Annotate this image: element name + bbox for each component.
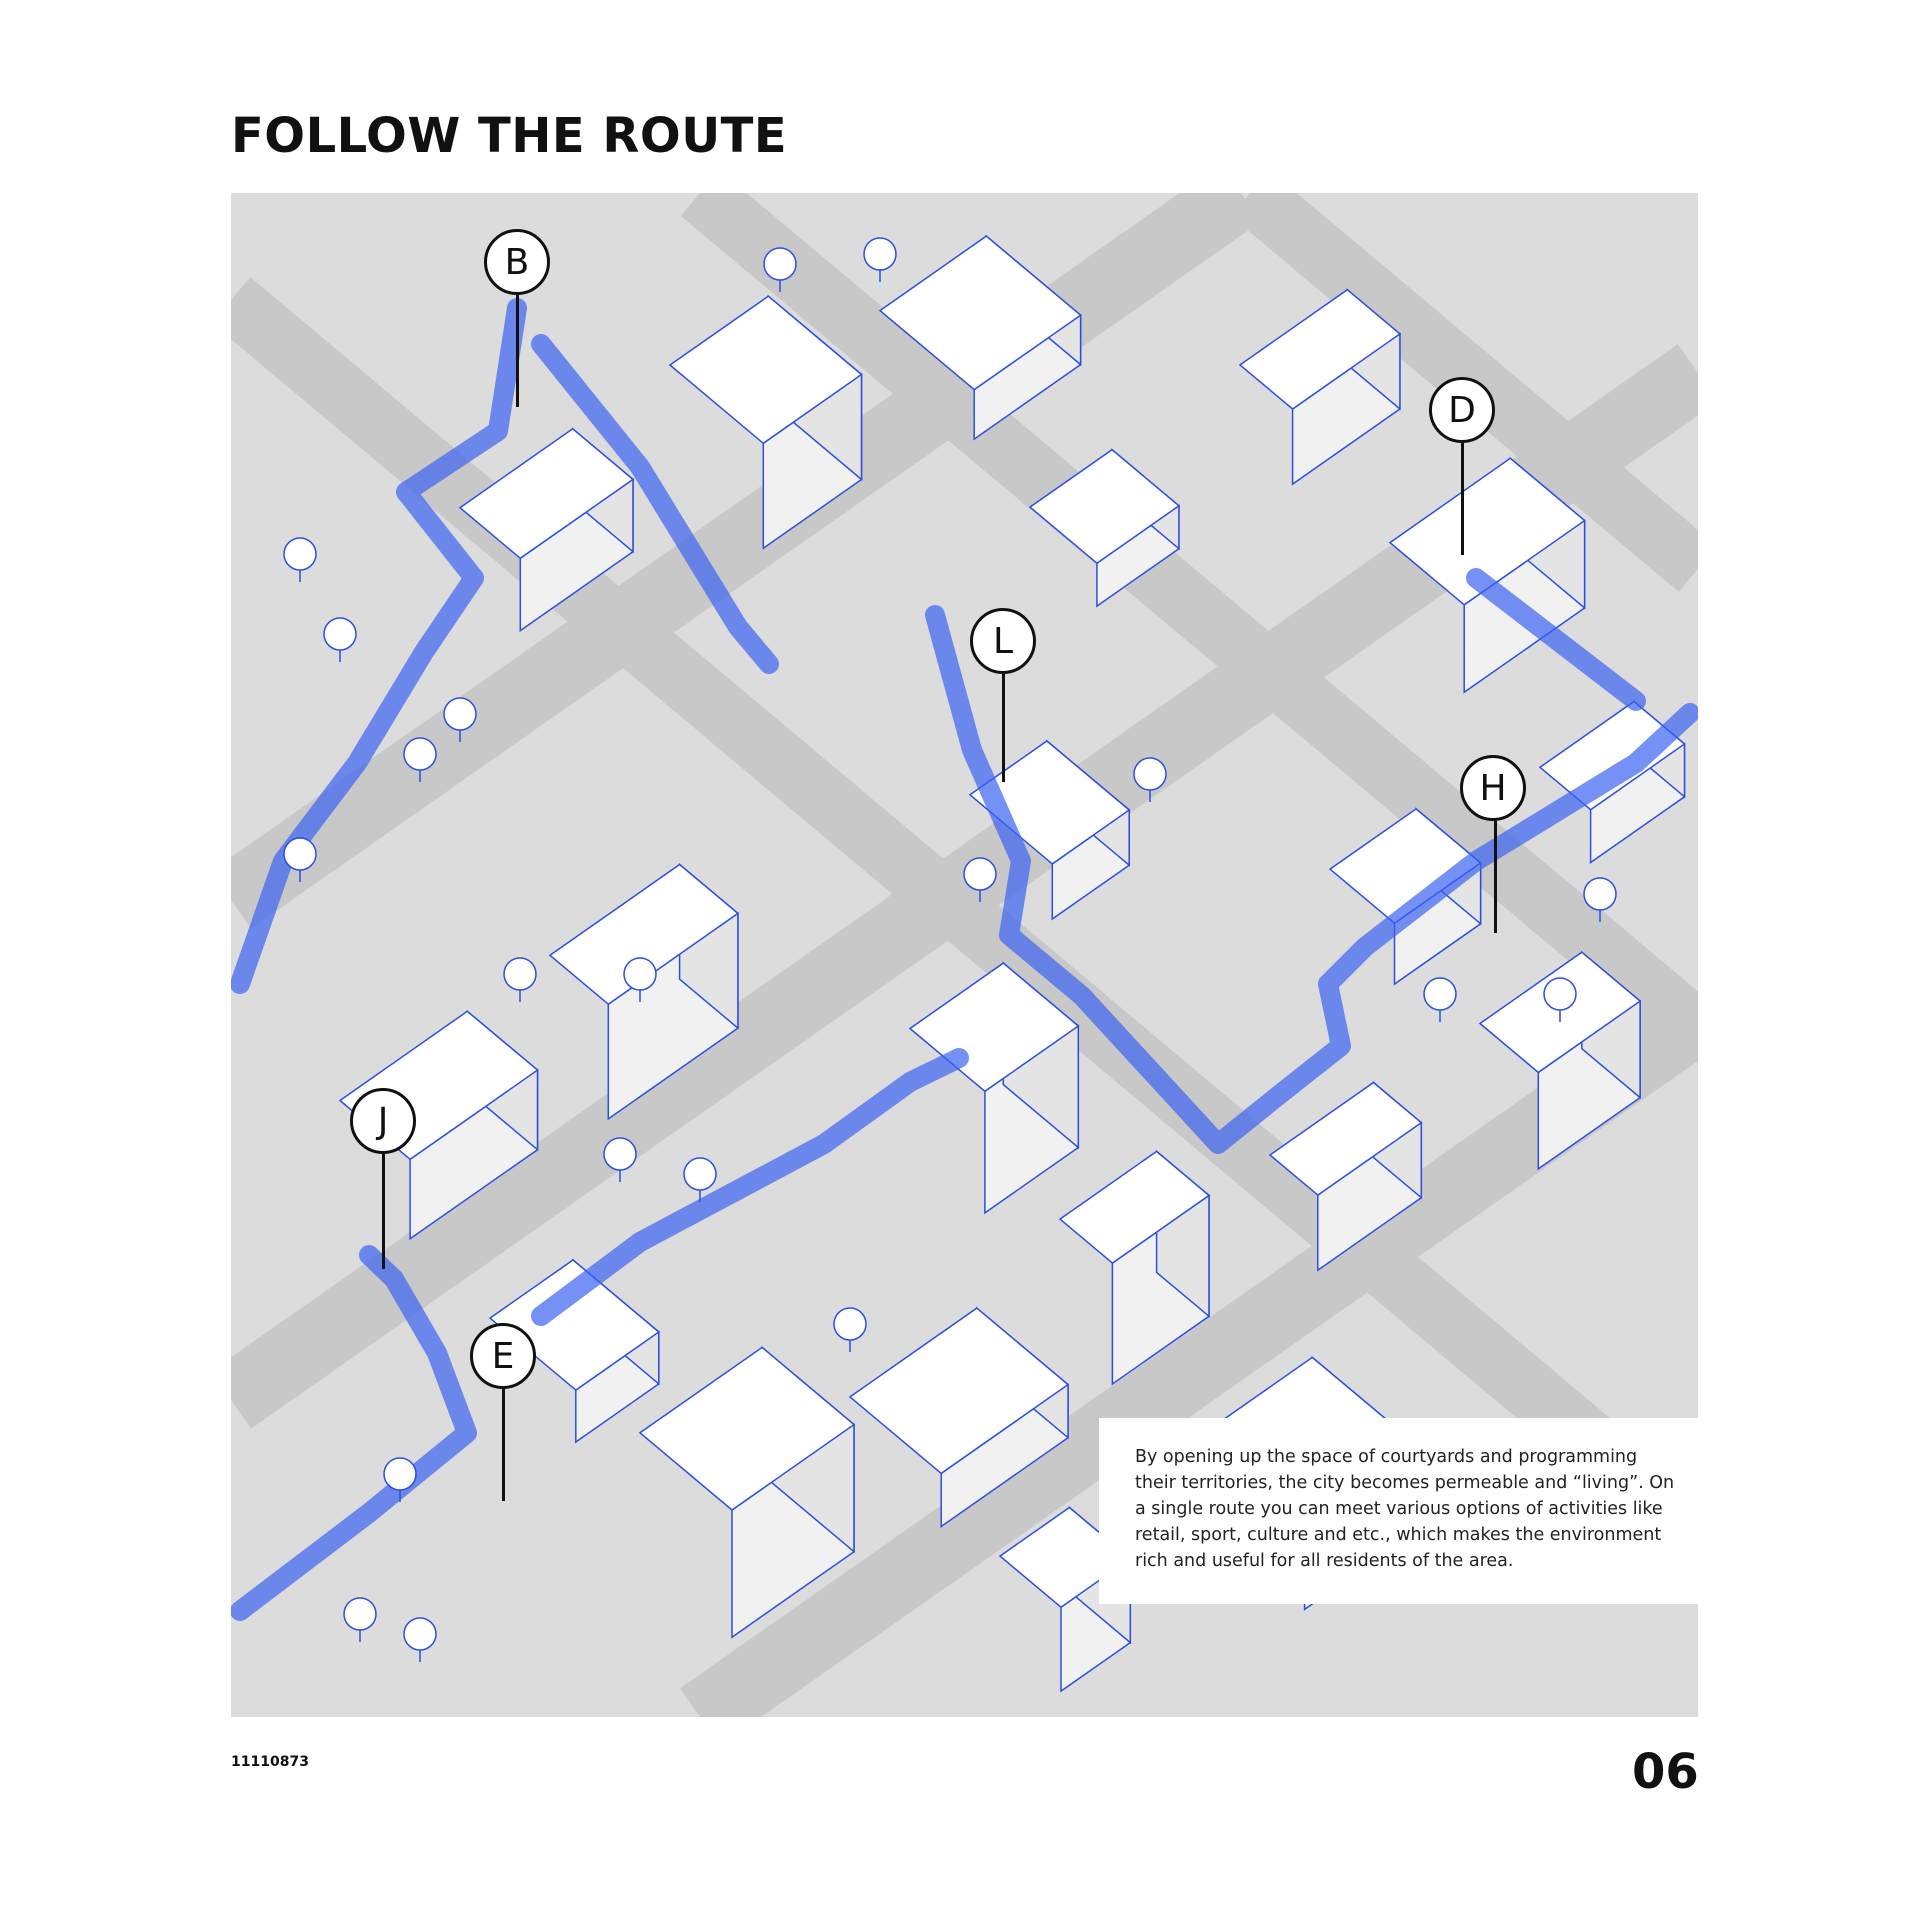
marker-h-leader	[1493, 821, 1497, 933]
building	[1058, 1149, 1211, 1386]
building	[548, 862, 740, 1121]
tree-icon	[963, 857, 997, 902]
marker-e-leader	[501, 1389, 505, 1501]
marker-b-leader	[515, 295, 519, 407]
tree-icon	[403, 1617, 437, 1662]
building	[968, 739, 1131, 921]
marker-e[interactable]: E	[470, 1323, 536, 1389]
building	[458, 427, 635, 633]
marker-j-leader	[381, 1154, 385, 1269]
building	[848, 1306, 1070, 1528]
tree-icon	[683, 1157, 717, 1202]
tree-icon	[1543, 977, 1577, 1022]
tree-icon	[1133, 757, 1167, 802]
tree-icon	[383, 1457, 417, 1502]
building	[1238, 288, 1402, 486]
street	[680, 193, 1698, 1054]
marker-h[interactable]: H	[1460, 755, 1526, 821]
tree-icon	[503, 957, 537, 1002]
tree-icon	[863, 237, 897, 282]
route-segment	[531, 334, 779, 674]
tree-icon	[323, 617, 357, 662]
page-number: 06	[1632, 1744, 1699, 1800]
building	[638, 1345, 856, 1639]
description-box: By opening up the space of courtyards an…	[1099, 1418, 1699, 1604]
tree-icon	[623, 957, 657, 1002]
tree-icon	[283, 537, 317, 582]
route-segment	[925, 605, 1698, 1154]
marker-d-leader	[1460, 443, 1464, 555]
tree-icon	[833, 1307, 867, 1352]
route-segment	[531, 1048, 969, 1326]
marker-d[interactable]: D	[1429, 377, 1495, 443]
building	[1328, 807, 1482, 986]
trees	[283, 237, 1617, 1662]
marker-l[interactable]: L	[970, 608, 1036, 674]
marker-j[interactable]: J	[350, 1088, 416, 1154]
tree-icon	[1423, 977, 1457, 1022]
marker-l-leader	[1001, 674, 1005, 782]
tree-icon	[283, 837, 317, 882]
tree-icon	[403, 737, 437, 782]
building	[878, 234, 1082, 441]
building	[1028, 448, 1181, 608]
document-code: 11110873	[231, 1754, 309, 1770]
street	[679, 989, 1698, 1717]
page-title: FOLLOW THE ROUTE	[231, 108, 788, 164]
route-segment	[231, 1245, 477, 1621]
buildings	[338, 234, 1686, 1693]
building	[1268, 1080, 1423, 1272]
building	[668, 294, 863, 550]
description-text: By opening up the space of courtyards an…	[1135, 1447, 1675, 1571]
marker-b[interactable]: B	[484, 229, 550, 295]
route-segment	[1466, 568, 1646, 711]
tree-icon	[443, 697, 477, 742]
tree-icon	[603, 1137, 637, 1182]
tree-icon	[763, 247, 797, 292]
tree-icon	[343, 1597, 377, 1642]
tree-icon	[1583, 877, 1617, 922]
building	[488, 1258, 661, 1444]
